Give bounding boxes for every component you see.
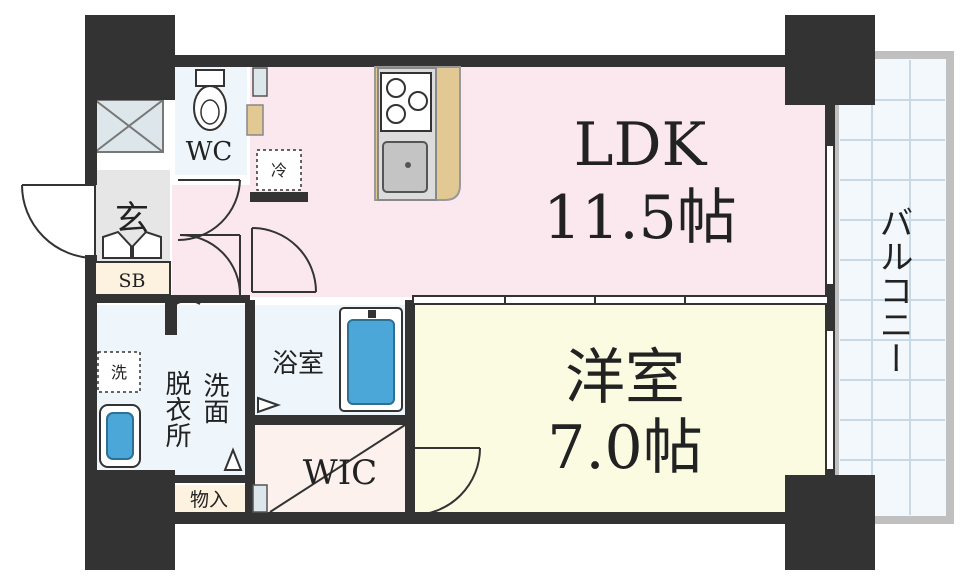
pipe-space xyxy=(94,99,164,153)
wc-door xyxy=(177,179,241,241)
toilet-icon xyxy=(193,69,227,131)
ldk-label: LDK xyxy=(574,110,708,180)
storage-label: 物入 xyxy=(190,489,228,511)
vent-icons xyxy=(252,67,268,513)
wic-label: WIC xyxy=(303,453,377,493)
ldk-floor xyxy=(250,65,828,297)
western-room-label: 洋室 xyxy=(565,343,685,413)
walls xyxy=(85,15,875,570)
kitchen-counter xyxy=(374,66,461,201)
ldk-door xyxy=(251,227,317,293)
western-room-floor xyxy=(413,305,828,515)
bathroom-label: 浴室 xyxy=(272,349,324,379)
washer-label: 洗 xyxy=(111,363,127,382)
sink-icon xyxy=(382,141,428,193)
bath-door xyxy=(257,396,282,414)
dressing-door xyxy=(175,299,201,328)
fridge-space xyxy=(256,149,302,191)
wall-slot xyxy=(246,104,264,136)
shoe-box xyxy=(94,261,171,296)
shoe-box-label: SB xyxy=(119,270,146,292)
wic-hanger-line xyxy=(269,424,406,513)
washbasin-label: 洗面 xyxy=(199,372,229,424)
wc-label: WC xyxy=(186,137,233,167)
entrance-door xyxy=(21,184,96,259)
washer-space xyxy=(97,351,141,393)
sliding-partition xyxy=(412,295,829,305)
fridge-label: 冷 xyxy=(271,161,287,180)
wic-door xyxy=(412,447,481,516)
storage-floor xyxy=(175,485,247,515)
ldk-size: 11.5帖 xyxy=(543,183,737,253)
washbasin-icon xyxy=(99,404,141,468)
hall-door xyxy=(179,234,241,296)
balcony-label: バルコニー xyxy=(873,205,913,375)
balcony-windows xyxy=(825,144,835,471)
entrance-step-icon xyxy=(102,230,162,259)
entrance-label: 玄 xyxy=(115,199,149,239)
western-room-size: 7.0帖 xyxy=(547,413,702,483)
dressing-room-label: 脱衣所 xyxy=(161,370,191,448)
bathtub-icon xyxy=(339,307,403,412)
dressing-arrow xyxy=(223,447,243,471)
stove-icon xyxy=(380,72,432,132)
balcony xyxy=(831,51,954,524)
